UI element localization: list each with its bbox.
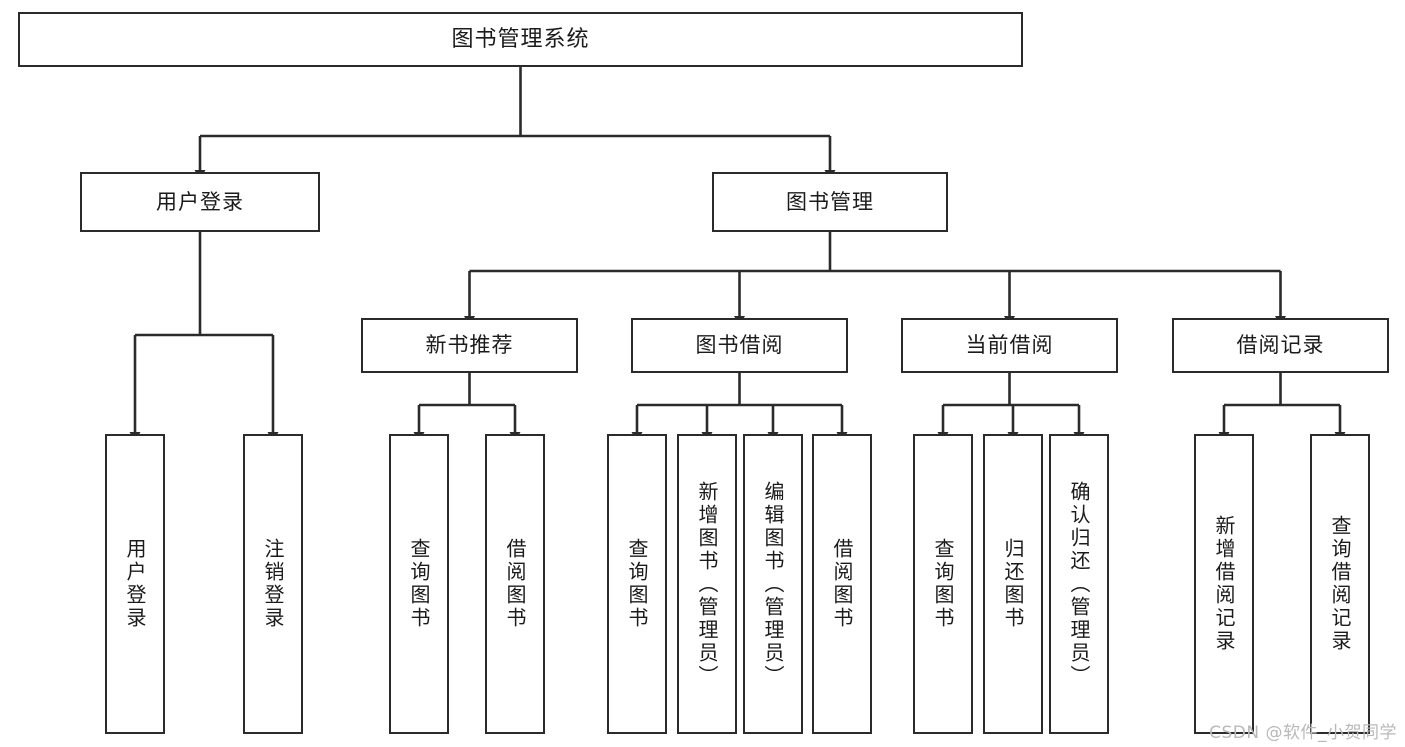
node-label: 查询图书 [625,538,649,630]
node-label: 确认归还（管理员） [1067,480,1091,688]
node-book-borrow[interactable]: 图书借阅 [631,318,848,373]
leaf-query-book-rec[interactable]: 查询图书 [389,434,449,734]
node-label: 新增借阅记录 [1212,515,1236,653]
leaf-query-borrow-record[interactable]: 查询借阅记录 [1310,434,1370,734]
node-borrow-record[interactable]: 借阅记录 [1172,318,1389,373]
leaf-query-book-borrow[interactable]: 查询图书 [607,434,667,734]
node-label: 注销登录 [261,538,285,630]
node-label: 当前借阅 [965,333,1054,358]
node-label: 用户登录 [123,538,147,630]
leaf-add-borrow-record[interactable]: 新增借阅记录 [1194,434,1254,734]
node-label: 借阅记录 [1236,333,1325,358]
node-user-login[interactable]: 用户登录 [80,172,320,232]
node-new-book-recommend[interactable]: 新书推荐 [361,318,578,373]
node-label: 查询图书 [407,538,431,630]
leaf-edit-book-admin[interactable]: 编辑图书（管理员） [743,434,803,734]
node-book-management[interactable]: 图书管理 [712,172,948,232]
leaf-user-login[interactable]: 用户登录 [105,434,165,734]
node-label: 新增图书（管理员） [695,480,719,688]
node-label: 归还图书 [1001,538,1025,630]
node-label: 编辑图书（管理员） [761,480,785,688]
node-label: 图书管理 [786,189,874,214]
leaf-return-book[interactable]: 归还图书 [983,434,1043,734]
leaf-query-book-current[interactable]: 查询图书 [913,434,973,734]
node-label: 借阅图书 [503,538,527,630]
node-label: 查询借阅记录 [1328,515,1352,653]
node-current-borrow[interactable]: 当前借阅 [901,318,1118,373]
node-label: 图书管理系统 [451,26,590,52]
node-label: 查询图书 [931,538,955,630]
leaf-confirm-return-admin[interactable]: 确认归还（管理员） [1049,434,1109,734]
leaf-borrow-book-rec[interactable]: 借阅图书 [485,434,545,734]
leaf-add-book-admin[interactable]: 新增图书（管理员） [677,434,737,734]
watermark: CSDN @软件_小贺同学 [1209,723,1397,743]
leaf-borrow-book[interactable]: 借阅图书 [812,434,872,734]
node-label: 图书借阅 [695,333,784,358]
node-label: 用户登录 [156,189,244,214]
node-root[interactable]: 图书管理系统 [18,12,1023,67]
leaf-logout[interactable]: 注销登录 [243,434,303,734]
node-label: 借阅图书 [830,538,854,630]
node-label: 新书推荐 [425,333,514,358]
